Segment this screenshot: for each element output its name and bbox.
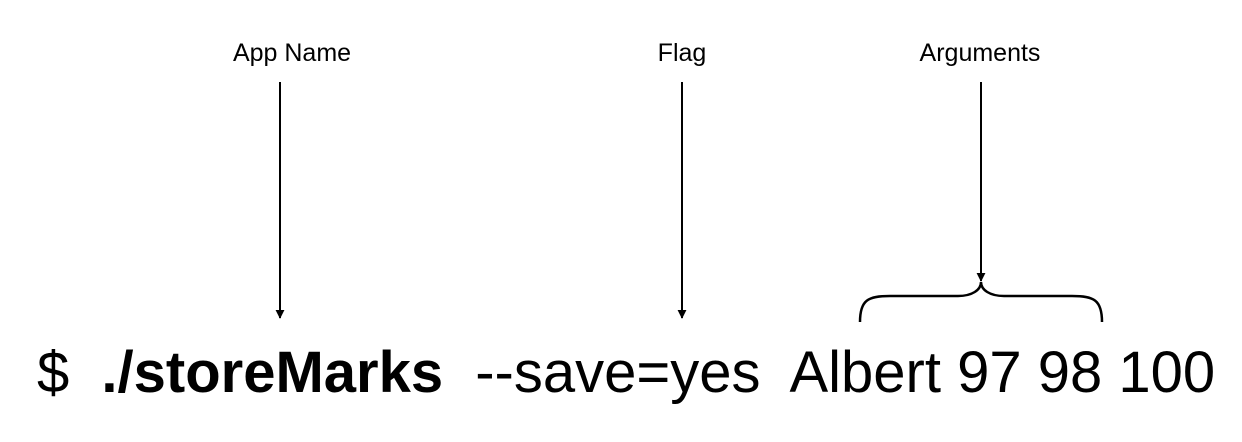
arguments-brace — [858, 281, 1104, 323]
command-line: $ ./storeMarks --save=yes Albert 97 98 1… — [37, 340, 1215, 405]
command-prompt: $ — [37, 340, 69, 405]
app-name-label: App Name — [233, 39, 351, 67]
flag-label: Flag — [658, 39, 707, 67]
command-arguments: Albert 97 98 100 — [789, 340, 1215, 405]
arguments-label: Arguments — [920, 39, 1041, 67]
command-app-name: ./storeMarks — [101, 340, 443, 405]
command-flag: --save=yes — [475, 340, 760, 405]
